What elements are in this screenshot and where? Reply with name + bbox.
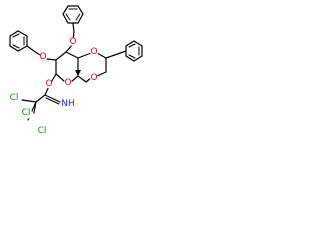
phenyl-ring-top — [62, 5, 84, 24]
chlorine-atom-3: Cl — [38, 126, 47, 136]
oxygen-atom-acetal-upper: O — [90, 47, 97, 57]
chemical-structure: O O O O O O NH Cl Cl Cl — [8, 5, 143, 137]
oxygen-atom-benzyl-top: O — [69, 37, 76, 47]
chlorine-atom-1: Cl — [10, 93, 19, 103]
oxygen-atom-acetal-lower: O — [90, 73, 97, 83]
chlorine-atom-2: Cl — [22, 108, 31, 118]
nitrogen-atom-imine: NH — [61, 99, 75, 109]
oxygen-atom-benzyl-left: O — [39, 52, 46, 62]
oxygen-atom-ester: O — [45, 79, 52, 89]
phenyl-ring-right — [125, 40, 143, 62]
bond-skeleton — [9, 5, 143, 121]
atom-labels: O O O O O O NH Cl Cl Cl — [8, 37, 98, 137]
oxygen-atom-pyranose-ring: O — [64, 78, 71, 88]
